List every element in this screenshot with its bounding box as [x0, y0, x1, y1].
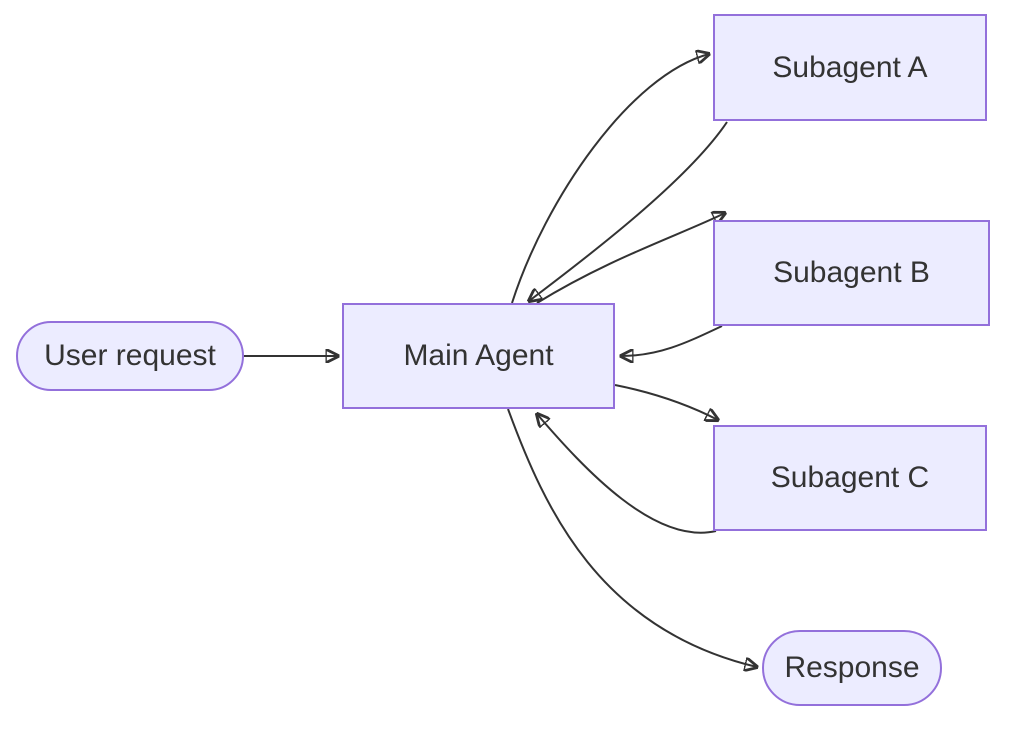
- node-subagent-a-label: Subagent A: [772, 50, 928, 84]
- edge-subagent-b-to-main-agent: [621, 325, 723, 356]
- node-subagent-b-label: Subagent B: [773, 256, 930, 289]
- edge-main-agent-to-subagent-c: [614, 384, 718, 420]
- node-user-request-label: User request: [44, 339, 216, 372]
- node-response: Response: [762, 630, 942, 706]
- node-main-agent-label: Main Agent: [403, 339, 554, 372]
- edge-main-agent-to-subagent-a: [511, 54, 709, 304]
- node-subagent-a: Subagent A: [713, 14, 987, 121]
- edge-subagent-a-to-main-agent: [529, 121, 728, 301]
- node-user-request: User request: [16, 321, 244, 391]
- node-main-agent: Main Agent: [342, 303, 615, 409]
- node-subagent-b: Subagent B: [713, 220, 990, 326]
- edge-main-agent-to-subagent-b: [536, 213, 725, 304]
- node-subagent-c-label: Subagent C: [770, 461, 930, 494]
- node-response-label: Response: [784, 651, 920, 684]
- node-subagent-c: Subagent C: [713, 425, 987, 531]
- edge-main-agent-to-response: [507, 408, 757, 667]
- edge-subagent-c-to-main-agent: [537, 414, 717, 534]
